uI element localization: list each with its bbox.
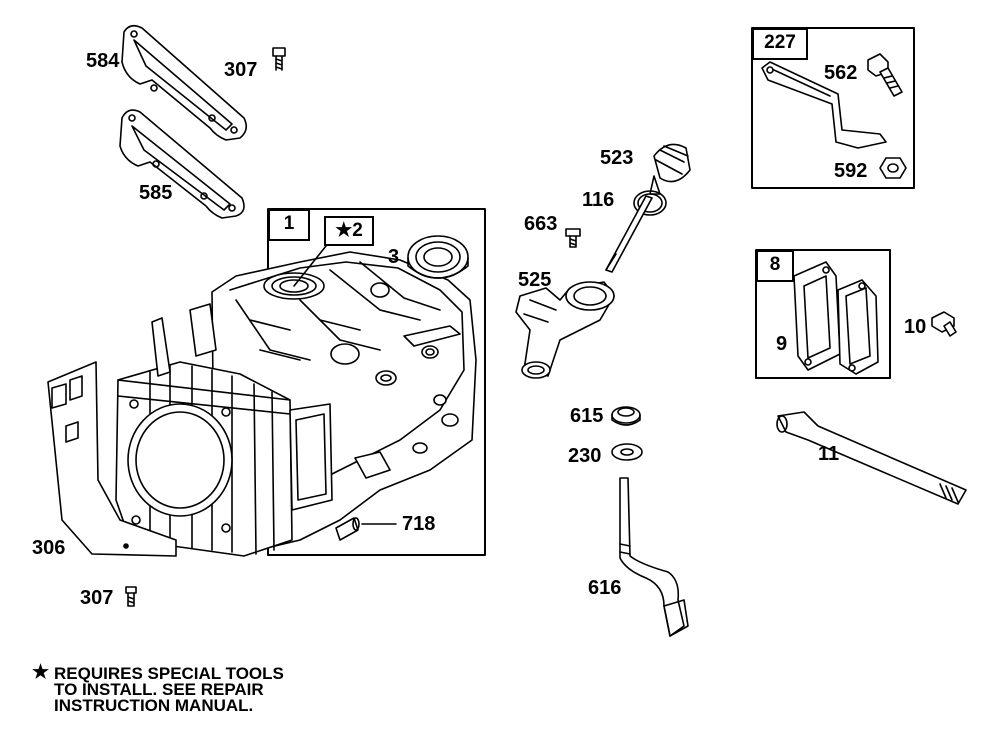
tube-11-drawing	[776, 411, 967, 505]
nut-592-drawing	[879, 157, 907, 179]
callout-562: 562	[824, 62, 858, 84]
dipstick-blade-drawing	[605, 195, 653, 273]
callout-3: 3	[388, 246, 400, 268]
note-line-2: TO INSTALL. SEE REPAIR	[54, 680, 264, 699]
star-icon: ★	[32, 662, 50, 683]
note-line-3: INSTRUCTION MANUAL.	[54, 696, 254, 715]
box-label-1: 1	[268, 209, 310, 241]
o-ring-116-drawing	[633, 190, 667, 216]
callout-616: 616	[588, 577, 622, 599]
callout-11: 11	[818, 443, 840, 465]
callout-523: 523	[600, 147, 634, 169]
gasket-584-drawing	[121, 24, 248, 141]
bracket-box-227	[751, 27, 915, 189]
gasket-9-drawing	[793, 261, 841, 371]
callout-525: 525	[518, 269, 552, 291]
callout-9: 9	[776, 333, 788, 355]
callout-663: 663	[524, 213, 558, 235]
gasket-585-drawing	[119, 109, 245, 219]
callout-10: 10	[904, 316, 927, 338]
callout-718: 718	[402, 513, 436, 535]
washer-230-drawing	[611, 443, 643, 461]
callout-584: 584	[86, 50, 120, 72]
screw-663-drawing	[565, 228, 581, 248]
bolt-562-drawing	[867, 53, 903, 97]
dipstick-tube-525-drawing	[515, 281, 615, 379]
callout-592: 592	[834, 160, 868, 182]
callout-306: 306	[32, 537, 66, 559]
nut-615-drawing	[611, 406, 641, 426]
dipstick-cap-523-drawing	[649, 143, 691, 195]
cylinder-block-drawing	[115, 251, 477, 557]
callout-307-top: 307	[224, 59, 258, 81]
pin-718-drawing	[335, 517, 360, 541]
link-616-drawing	[619, 477, 689, 637]
shield-306-drawing	[47, 361, 177, 557]
box-label-8: 8	[756, 250, 794, 282]
callout-585: 585	[139, 182, 173, 204]
callout-615: 615	[570, 405, 604, 427]
box-label-2: ★2	[324, 216, 374, 246]
screw-307-bottom-drawing	[125, 586, 137, 607]
callout-307-bottom: 307	[80, 587, 114, 609]
box-label-227: 227	[752, 28, 808, 60]
screw-307-top-drawing	[272, 47, 286, 71]
seal-3-drawing	[407, 235, 469, 279]
cover-drawing	[837, 279, 879, 375]
leader-2	[293, 240, 331, 287]
callout-116: 116	[582, 189, 615, 211]
callout-230: 230	[568, 445, 602, 467]
screw-10-drawing	[931, 311, 957, 337]
bracket-227-drawing	[761, 61, 887, 149]
cover-box-8	[755, 249, 891, 379]
note-line-1: REQUIRES SPECIAL TOOLS	[54, 664, 284, 683]
